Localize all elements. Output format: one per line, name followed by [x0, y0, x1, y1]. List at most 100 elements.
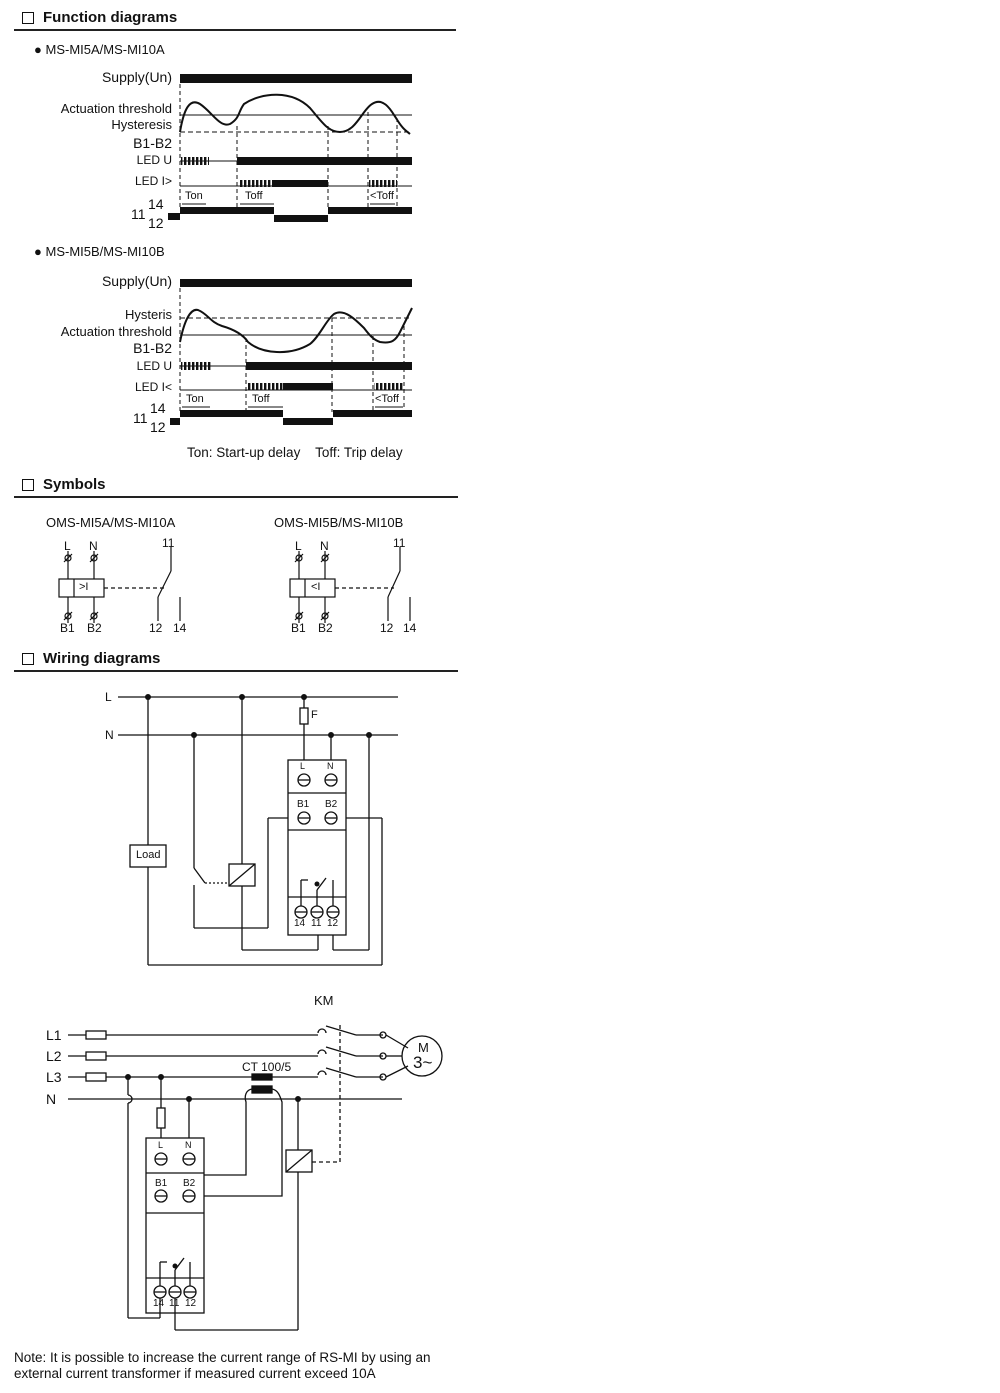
led-i-blink-b [247, 383, 283, 390]
relay-on-1-b [180, 410, 283, 417]
label-led-u-b: LED U [136, 359, 172, 373]
label-contact-12-b: 12 [150, 419, 166, 435]
sym-b-12: 12 [380, 621, 394, 635]
checkbox-square-icon [22, 478, 34, 491]
label-contact-12: 12 [148, 215, 164, 231]
label-threshold: Actuation threshold [60, 101, 172, 116]
label-toff-a: Toff [245, 190, 263, 202]
sym-b-B1: B1 [291, 621, 306, 635]
label-supply-b: Supply(Un) [101, 273, 172, 289]
wiring-diagram-2 [68, 1025, 443, 1331]
label-contact-11-b: 11 [133, 410, 148, 426]
led-i-blink2 [369, 180, 397, 187]
label-b1b2-b: B1-B2 [133, 340, 172, 356]
timing-diagram-a [168, 74, 412, 222]
label-toff2-b: <Toff [375, 393, 399, 405]
led-i-on [274, 180, 328, 187]
sym-a-B1: B1 [60, 621, 75, 635]
label-toff-b: Toff [252, 393, 270, 405]
section-rule [14, 670, 458, 672]
relay-on-2 [328, 207, 412, 214]
w2-N: N [46, 1091, 57, 1107]
w1-load: Load [136, 849, 161, 861]
sym-b-N: N [320, 539, 329, 553]
sym-b-B2: B2 [318, 621, 333, 635]
label-contact-11: 11 [131, 206, 146, 222]
model-b-title: ● MS-MI5B/MS-MI10B [34, 244, 165, 259]
sym-b-14: 14 [403, 621, 417, 635]
sym-a-N: N [89, 539, 98, 553]
symbol-a-title: OMS-MI5A/MS-MI10A [46, 515, 176, 530]
w1-L: L [105, 690, 112, 704]
w2-motor-M: M [418, 1040, 429, 1055]
led-u-on [237, 157, 412, 165]
relay-on-1 [180, 207, 274, 214]
section-rule [14, 496, 458, 498]
sym-a-func: >I [79, 581, 89, 593]
label-threshold-b: Actuation threshold [60, 324, 172, 339]
current-curve-b [179, 307, 413, 354]
bullet-icon: ● [34, 42, 42, 57]
label-led-u: LED U [136, 153, 172, 167]
symbol-a [58, 547, 181, 623]
section-symbols: Symbols [22, 476, 106, 493]
relay-on-2-b [333, 410, 412, 417]
checkbox-square-icon [22, 652, 34, 665]
label-supply: Supply(Un) [101, 69, 172, 85]
led-i-on-b [283, 383, 333, 390]
sym-a-14: 14 [173, 621, 187, 635]
supply-bar [180, 74, 412, 83]
label-contact-14-b: 14 [150, 400, 166, 416]
label-hysteresis-b: Hysteris [125, 307, 172, 322]
w2-motor-3: 3~ [413, 1053, 433, 1072]
w2-tL: L [158, 1140, 164, 1150]
label-ton-a: Ton [185, 190, 203, 202]
led-u-blink-b [181, 362, 211, 370]
section-wiring: Wiring diagrams [22, 650, 160, 667]
w1-N: N [105, 728, 114, 742]
relay-low-start-b [170, 418, 180, 425]
w2-L1: L1 [46, 1027, 62, 1043]
timing-diagram-b [170, 279, 413, 425]
relay-off-b [283, 418, 333, 425]
label-ton-b: Ton [186, 393, 204, 405]
w1-tN: N [327, 761, 334, 771]
label-led-i-b: LED I< [134, 380, 172, 394]
relay-low-start [168, 213, 180, 220]
sym-b-func: <I [311, 581, 321, 593]
w2-t14: 14 [153, 1298, 165, 1309]
w2-tB2: B2 [183, 1178, 196, 1189]
w1-tB2: B2 [325, 799, 338, 810]
w2-KM: KM [314, 993, 334, 1008]
section-rule [14, 29, 456, 31]
w2-t11: 11 [169, 1298, 180, 1309]
led-i-blink [240, 180, 274, 187]
led-u-blink [181, 157, 209, 165]
w2-tB1: B1 [155, 1178, 168, 1189]
symbol-b [289, 547, 411, 623]
w1-tB1: B1 [297, 799, 310, 810]
label-contact-14: 14 [148, 196, 164, 212]
w2-tN: N [185, 1140, 192, 1150]
w2-t12: 12 [185, 1298, 197, 1309]
symbol-b-title: OMS-MI5B/MS-MI10B [274, 515, 404, 530]
w1-t12: 12 [327, 918, 339, 929]
led-i-blink2-b [374, 383, 404, 390]
w2-L2: L2 [46, 1048, 62, 1064]
bullet-icon: ● [34, 244, 42, 259]
current-curve [179, 93, 411, 135]
w1-t11: 11 [311, 918, 322, 929]
legend: Ton: Start-up delay Toff: Trip delay [187, 445, 403, 460]
sym-b-11: 11 [393, 536, 406, 550]
checkbox-square-icon [22, 11, 34, 24]
sym-a-12: 12 [149, 621, 163, 635]
sym-a-L: L [64, 539, 71, 553]
w2-L3: L3 [46, 1069, 62, 1085]
w2-CT: CT 100/5 [242, 1060, 292, 1074]
sym-a-B2: B2 [87, 621, 102, 635]
label-hysteresis: Hysteresis [111, 117, 172, 132]
wiring-diagram-1 [118, 694, 398, 966]
label-toff2-a: <Toff [370, 190, 394, 202]
label-b1b2: B1-B2 [133, 135, 172, 151]
note: Note: It is possible to increase the cur… [14, 1350, 431, 1381]
